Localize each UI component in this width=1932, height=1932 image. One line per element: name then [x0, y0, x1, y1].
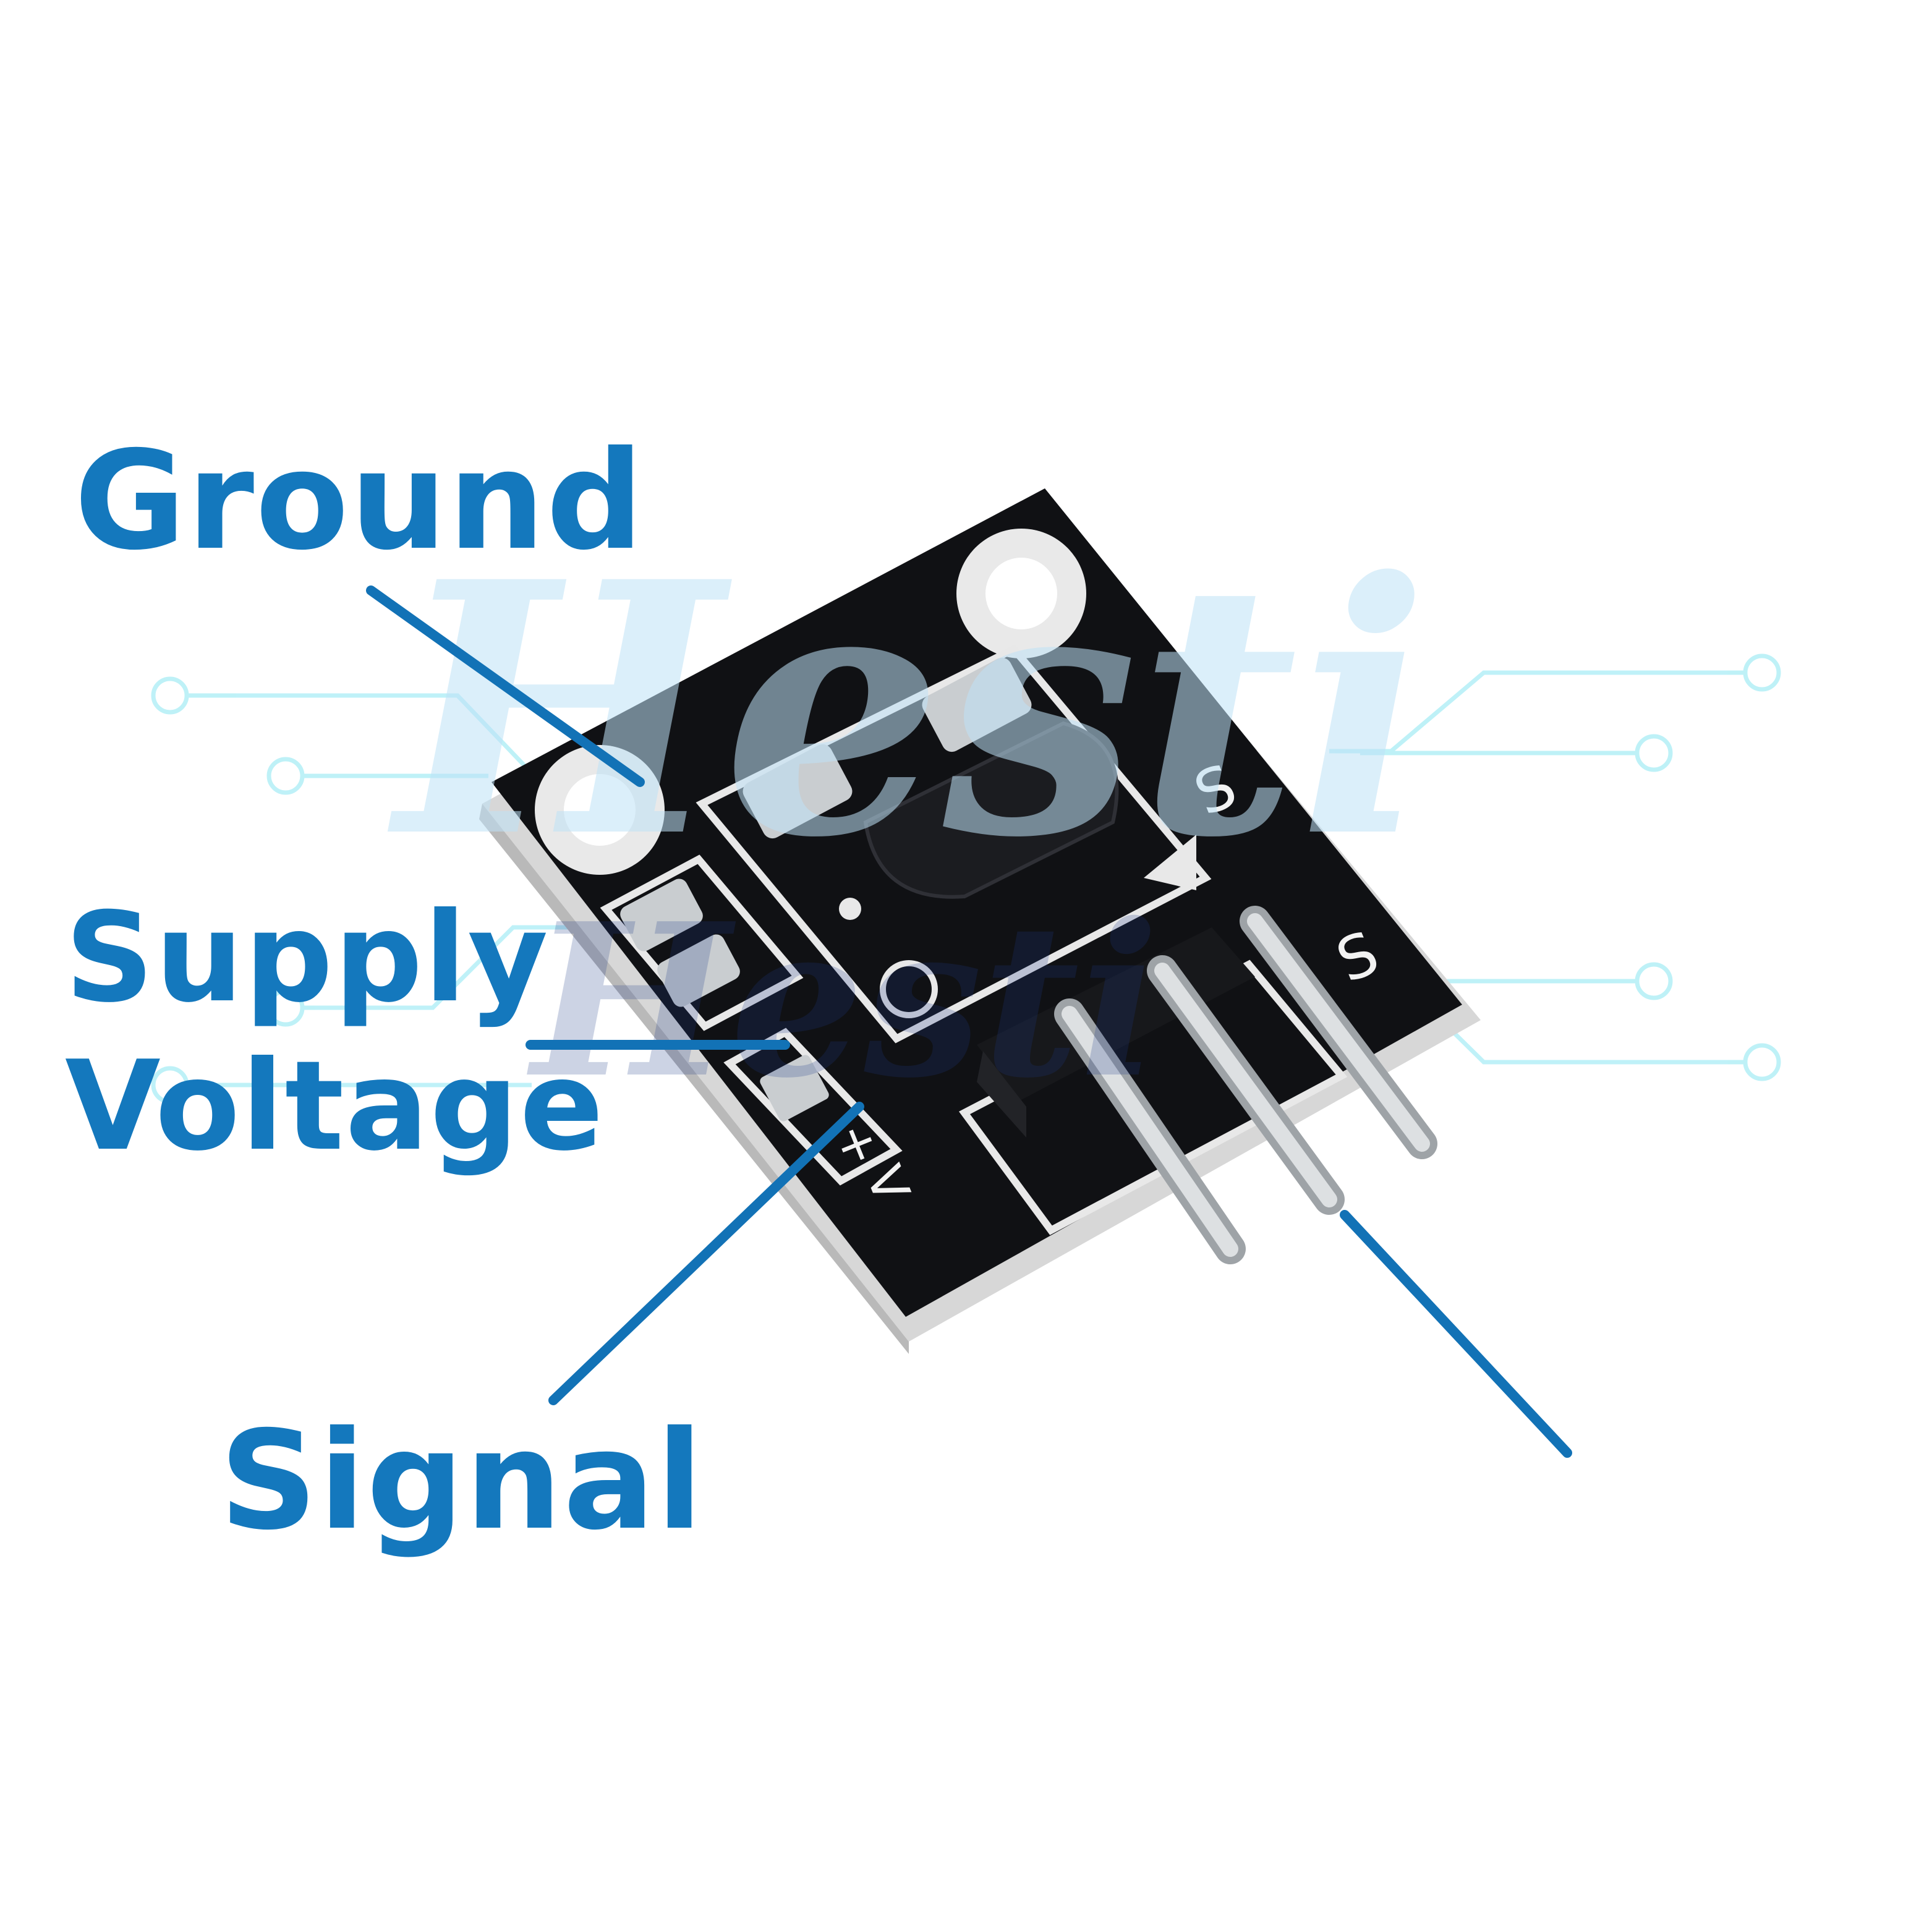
ground-mounting-hole-center [564, 774, 636, 846]
via-circle [880, 960, 938, 1018]
header-housing-side [977, 1051, 1026, 1138]
label-supply: Supply [65, 886, 550, 1030]
label-signal: Signal [219, 1402, 704, 1560]
leader-ground [366, 585, 645, 787]
sensor-chip [863, 721, 1119, 899]
pcb-edge-shadow [479, 804, 909, 1354]
label-voltage: Voltage [65, 1034, 605, 1178]
pin-ground-shine [1062, 1006, 1238, 1257]
pcb-board [492, 488, 1462, 1317]
header-housing [977, 927, 1255, 1100]
smd-resistor-1 [620, 879, 703, 951]
sensor-outline [696, 644, 1212, 1044]
pin-signal-shine [1247, 913, 1430, 1152]
leader-pin [1340, 1210, 1572, 1458]
pin-supply-shine [1154, 963, 1337, 1207]
via-dot [839, 898, 861, 920]
mounting-hole-top-center [985, 558, 1057, 629]
smd-capacitor-2 [922, 657, 1032, 752]
smd-resistor-2 [657, 934, 740, 1007]
trace-left-3 [302, 925, 606, 1010]
leader-signal [548, 1102, 864, 1405]
chip-orientation-marker [1144, 835, 1196, 890]
label-ground: Ground [74, 422, 645, 580]
smd-pad-1 [760, 1055, 829, 1121]
watermark-hesti-dark: Hesti [532, 878, 1160, 1125]
smd-capacitor-1 [743, 744, 853, 839]
watermark-hesti: Hesti [396, 507, 1430, 914]
